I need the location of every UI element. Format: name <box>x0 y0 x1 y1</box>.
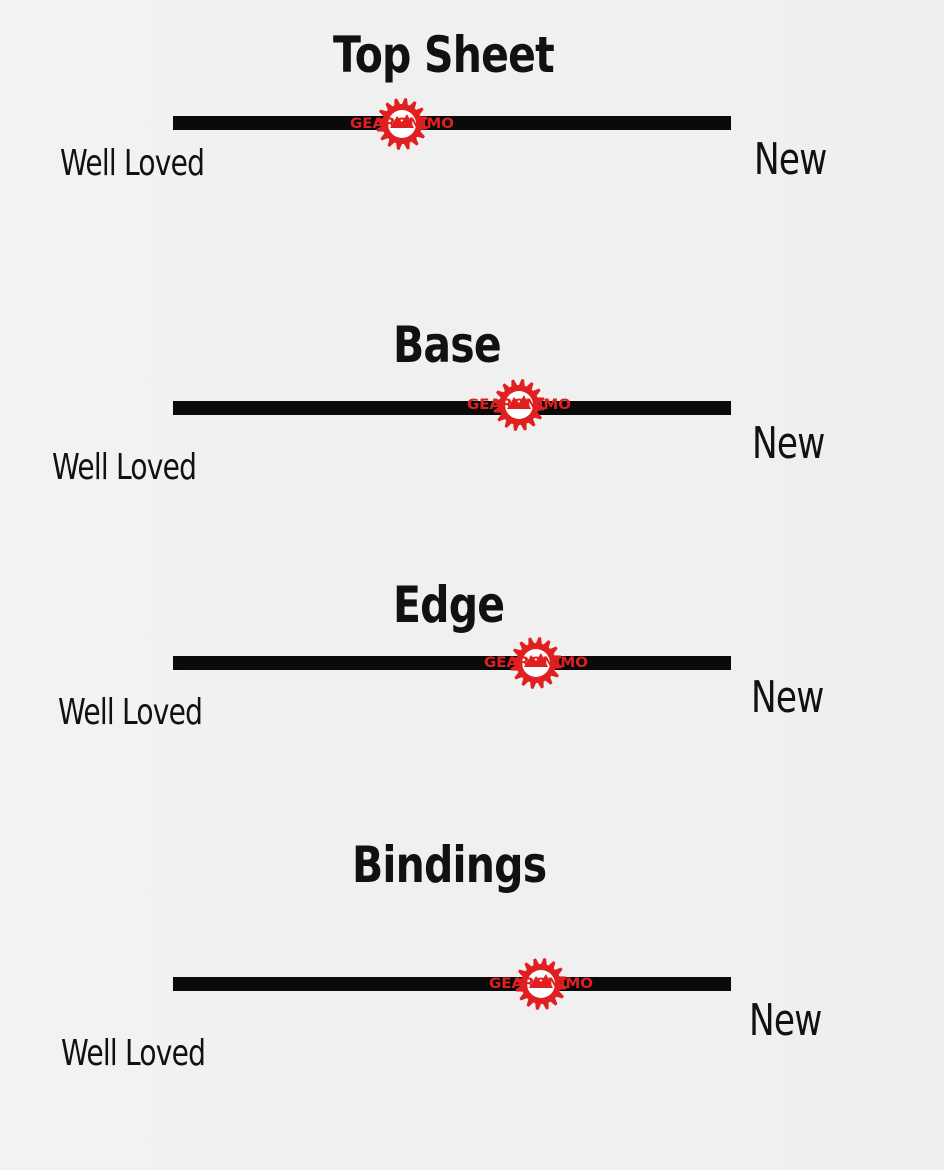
section-title: Base <box>393 316 502 374</box>
brand-wordmark: GEARONIMO <box>489 976 593 992</box>
well-loved-label: Well Loved <box>58 692 203 733</box>
gearonimo-logo-marker: GEARONIMO <box>347 96 457 152</box>
rating-bar <box>173 401 731 415</box>
brand-wordmark: GEARONIMO <box>467 397 571 413</box>
new-label: New <box>752 418 825 469</box>
gear-icon: GEARONIMO <box>350 98 454 150</box>
new-label: New <box>751 672 824 723</box>
gear-icon: GEARONIMO <box>489 958 593 1010</box>
section-title: Top Sheet <box>333 26 555 84</box>
well-loved-label: Well Loved <box>52 447 197 488</box>
rating-bar <box>173 116 731 130</box>
brand-wordmark: GEARONIMO <box>484 655 588 671</box>
section-title: Edge <box>393 576 505 634</box>
brand-wordmark: GEARONIMO <box>350 116 454 132</box>
gear-icon: GEARONIMO <box>467 379 571 431</box>
mountain-icon <box>529 974 554 988</box>
new-label: New <box>749 995 822 1046</box>
mountain-icon <box>389 114 414 128</box>
well-loved-label: Well Loved <box>61 1033 206 1074</box>
gearonimo-logo-marker: GEARONIMO <box>481 635 591 691</box>
mountain-icon <box>506 395 531 409</box>
gear-icon: GEARONIMO <box>484 637 588 689</box>
gearonimo-logo-marker: GEARONIMO <box>464 377 574 433</box>
rating-bar <box>173 656 731 670</box>
new-label: New <box>754 134 827 185</box>
well-loved-label: Well Loved <box>60 143 205 184</box>
section-title: Bindings <box>352 836 547 894</box>
rating-bar <box>173 977 731 991</box>
mountain-icon <box>523 653 548 667</box>
gearonimo-logo-marker: GEARONIMO <box>486 956 596 1012</box>
